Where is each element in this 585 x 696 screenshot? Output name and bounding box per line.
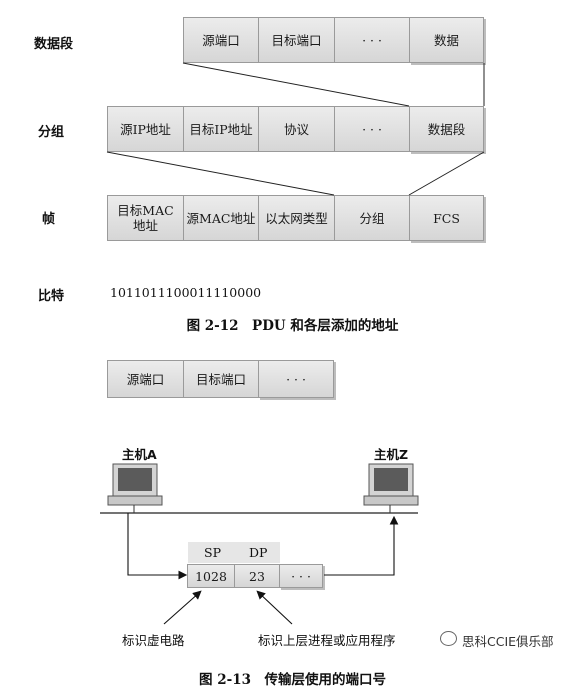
ports-cell-ellipsis: · · · <box>258 360 334 398</box>
connector-packet-left <box>106 151 335 196</box>
note-virtual-circuit: 标识虚电路 <box>122 633 185 648</box>
ports-ellipsis-cell: · · · <box>279 564 323 588</box>
host-a-computer-icon <box>107 463 163 513</box>
packet-cell-dst-ip: 目标IP地址 <box>183 106 259 152</box>
packet-cell-ellipsis: · · · <box>334 106 410 152</box>
host-z-computer-icon <box>363 463 419 513</box>
arrow-host-a-to-ports <box>127 513 188 580</box>
segment-row-label: 数据段 <box>34 37 74 52</box>
wechat-icon <box>440 631 457 646</box>
arrow-ports-to-host-z <box>324 515 399 576</box>
segment-cell-ellipsis: · · · <box>334 17 410 63</box>
sp-dp-header <box>188 542 280 563</box>
sp-label: SP <box>204 545 221 560</box>
sp-value-cell: 1028 <box>187 564 235 588</box>
note-upper-layer: 标识上层进程或应用程序 <box>258 633 396 648</box>
host-z-label: 主机Z <box>374 447 409 462</box>
packet-cell-segment: 数据段 <box>409 106 484 152</box>
arrow-note-upper-layer <box>256 590 293 625</box>
watermark-text: 思科CCIE俱乐部 <box>462 634 554 649</box>
connector-segment-left <box>182 62 410 107</box>
packet-cell-protocol: 协议 <box>258 106 335 152</box>
dp-value-cell: 23 <box>234 564 280 588</box>
host-a-label: 主机A <box>122 447 157 462</box>
segment-cell-data: 数据 <box>409 17 484 63</box>
connector-packet-right <box>408 151 485 196</box>
frame-cell-fcs: FCS <box>409 195 484 241</box>
frame-row-label: 帧 <box>42 212 56 227</box>
packet-cell-src-ip: 源IP地址 <box>107 106 184 152</box>
dp-label: DP <box>249 545 268 560</box>
figure-2-13-caption: 图 2-13 传输层使用的端口号 <box>199 672 386 688</box>
packet-row-label: 分组 <box>38 125 65 140</box>
arrow-note-virtual-circuit <box>163 590 202 625</box>
frame-cell-packet: 分组 <box>334 195 410 241</box>
figure-2-12-caption: 图 2-12 PDU 和各层添加的地址 <box>186 318 399 334</box>
bits-row-label: 比特 <box>38 289 65 304</box>
segment-cell-src-port: 源端口 <box>183 17 259 63</box>
frame-cell-src-mac: 源MAC地址 <box>183 195 259 241</box>
bits-value: 1011011100011110000 <box>110 285 262 300</box>
frame-cell-dst-mac: 目标MAC 地址 <box>107 195 184 241</box>
ports-cell-dst: 目标端口 <box>183 360 259 398</box>
frame-cell-ethertype: 以太网类型 <box>258 195 335 241</box>
ports-cell-src: 源端口 <box>107 360 184 398</box>
segment-cell-dst-port: 目标端口 <box>258 17 335 63</box>
